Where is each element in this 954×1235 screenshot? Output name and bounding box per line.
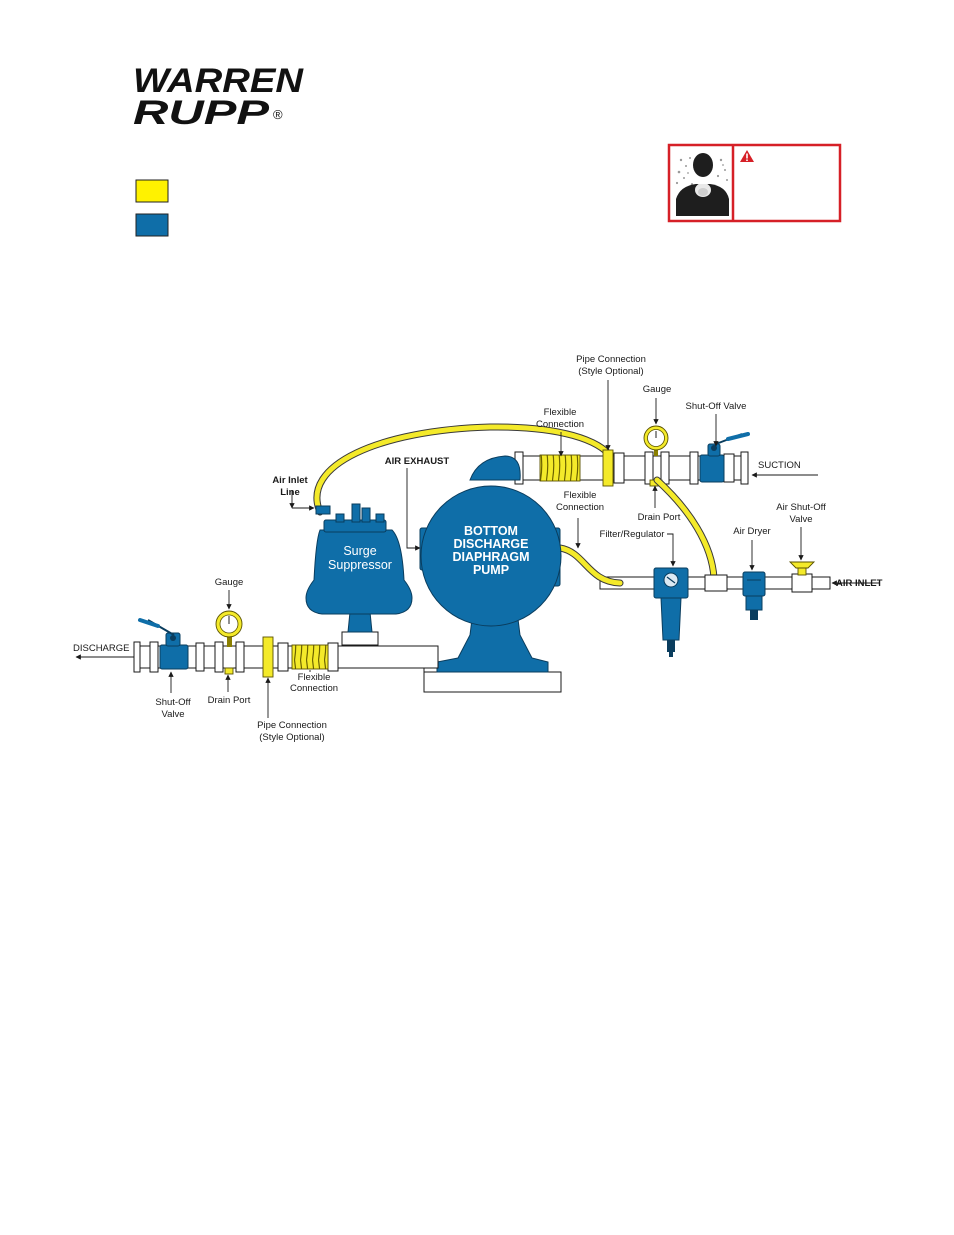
legend-swatch-blue bbox=[135, 213, 169, 237]
label-flexible-connection-mid-1: Flexible bbox=[564, 490, 597, 501]
label-pipe-connection-bottom-1: Pipe Connection bbox=[257, 720, 327, 731]
label-pump-1: BOTTOM bbox=[464, 524, 518, 538]
air-dryer bbox=[742, 571, 766, 620]
gauge-bottom bbox=[215, 610, 243, 675]
label-shut-off-valve-bottom-2: Valve bbox=[161, 709, 184, 720]
air-shut-off-valve bbox=[788, 561, 816, 576]
label-shut-off-valve-top: Shut-Off Valve bbox=[686, 401, 747, 412]
label-flexible-connection-bottom-2: Connection bbox=[290, 683, 338, 694]
air-inlet-line-hose bbox=[313, 423, 616, 516]
surge-suppressor bbox=[305, 503, 413, 646]
shut-off-valve-bottom bbox=[138, 618, 189, 670]
inhalation-hazard-icon bbox=[672, 148, 731, 218]
label-flexible-connection-top-2: Connection bbox=[536, 419, 584, 430]
logo-line-2: RUPP bbox=[133, 94, 269, 132]
label-flexible-connection-mid-2: Connection bbox=[556, 502, 604, 513]
label-pump-4: PUMP bbox=[473, 563, 509, 577]
filter-regulator bbox=[653, 567, 689, 657]
registered-mark: ® bbox=[273, 107, 283, 122]
labels: Pipe Connection (Style Optional) Gauge S… bbox=[73, 354, 883, 743]
yellow-hose-suction-outline bbox=[653, 476, 718, 582]
label-surge-1: Surge bbox=[343, 544, 376, 558]
yellow-hose-suction bbox=[654, 477, 717, 581]
flexible-connection-bottom-coil bbox=[291, 644, 329, 670]
label-shut-off-valve-bottom-1: Shut-Off bbox=[155, 697, 191, 708]
flexible-connection-top-coil bbox=[539, 454, 581, 482]
label-pump-3: DIAPHRAGM bbox=[452, 550, 529, 564]
label-pipe-connection-top-1: Pipe Connection bbox=[576, 354, 646, 365]
label-flexible-connection-top-1: Flexible bbox=[544, 407, 577, 418]
air-supply-line bbox=[599, 573, 831, 593]
hazard-alert-icon bbox=[740, 150, 754, 162]
label-air-shut-off-valve-2: Valve bbox=[789, 514, 812, 525]
discharge-pipeline bbox=[133, 632, 439, 673]
pipe-connection-bottom-flange bbox=[262, 636, 274, 678]
label-air-inlet-line-2: Line bbox=[280, 487, 300, 498]
label-gauge-top: Gauge bbox=[643, 384, 672, 395]
label-drain-port-top: Drain Port bbox=[638, 512, 681, 523]
warren-rupp-logo: WARREN RUPP ® bbox=[133, 62, 305, 132]
bottom-discharge-diaphragm-pump bbox=[419, 455, 562, 693]
warning-box bbox=[667, 143, 842, 223]
gauge-top bbox=[643, 425, 669, 487]
label-pipe-connection-top-2: (Style Optional) bbox=[578, 366, 643, 377]
label-pipe-connection-bottom-2: (Style Optional) bbox=[259, 732, 324, 743]
label-surge-2: Suppressor bbox=[328, 558, 392, 572]
label-air-inlet: AIR INLET bbox=[836, 578, 883, 589]
label-filter-regulator: Filter/Regulator bbox=[600, 529, 665, 540]
label-air-exhaust: AIR EXHAUST bbox=[385, 456, 450, 467]
label-discharge: DISCHARGE bbox=[73, 643, 129, 654]
label-flexible-connection-bottom-1: Flexible bbox=[298, 672, 331, 683]
flexible-connection-air-hose bbox=[557, 545, 623, 586]
label-air-shut-off-valve-1: Air Shut-Off bbox=[776, 502, 826, 513]
leader-lines bbox=[75, 380, 880, 718]
pipe-connection-top-flange bbox=[602, 449, 614, 487]
label-air-inlet-line-1: Air Inlet bbox=[272, 475, 308, 486]
label-drain-port-bottom: Drain Port bbox=[208, 695, 251, 706]
label-air-dryer: Air Dryer bbox=[733, 526, 770, 537]
legend-swatch-yellow bbox=[135, 179, 169, 203]
label-gauge-bottom: Gauge bbox=[215, 577, 244, 588]
label-pump-2: DISCHARGE bbox=[453, 537, 528, 551]
logo-line-1: WARREN bbox=[133, 62, 305, 100]
label-suction: SUCTION bbox=[758, 460, 801, 471]
